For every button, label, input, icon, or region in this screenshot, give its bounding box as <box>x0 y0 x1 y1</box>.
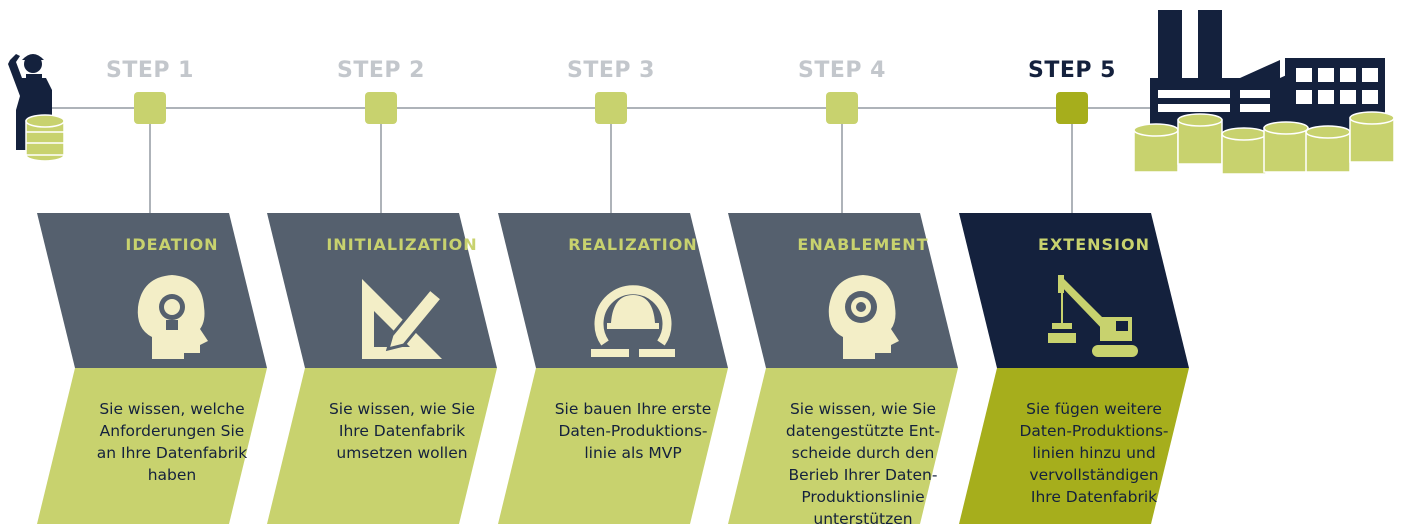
phase-title: EXTENSION <box>1038 235 1150 254</box>
phase-description: Sie wissen, wie Sie datengestützte Ent- … <box>785 400 941 528</box>
head-gear-icon <box>828 275 899 359</box>
phase-description: Sie fügen weitere Daten-Produktions- lin… <box>1019 400 1169 506</box>
phase-enablement: ENABLEMENT Sie wissen, wie Sie datengest… <box>728 213 958 528</box>
step-label-3: STEP 3 <box>567 58 655 83</box>
phase-initialization: INITIALIZATION Sie wissen, wie Sie Ihre … <box>267 213 497 524</box>
step-node-5 <box>1056 92 1088 124</box>
step-node-1 <box>134 92 166 124</box>
phase-description: Sie bauen Ihre erste Daten-Produktions- … <box>554 400 712 462</box>
step-node-3 <box>595 92 627 124</box>
phase-realization: REALIZATION Sie bauen Ihre erste Daten-P… <box>498 213 728 524</box>
crane-icon <box>1048 275 1138 357</box>
factory-coins-icon <box>1133 111 1395 175</box>
phase-title: INITIALIZATION <box>326 235 478 254</box>
phase-title: ENABLEMENT <box>797 235 929 254</box>
step-node-4 <box>826 92 858 124</box>
worker-coins-icon <box>25 114 65 162</box>
phase-shape <box>267 213 497 524</box>
phase-title: REALIZATION <box>568 235 698 254</box>
phase-description: Sie wissen, wie Sie Ihre Datenfabrik ums… <box>328 400 476 462</box>
phase-ideation: IDEATION Sie wissen, welche Anforderunge… <box>37 213 267 524</box>
step-label-2: STEP 2 <box>337 58 425 83</box>
step-label-4: STEP 4 <box>798 58 886 83</box>
phase-title: IDEATION <box>125 235 219 254</box>
ruler-pencil-icon <box>362 279 445 359</box>
phase-shape <box>498 213 728 524</box>
phase-extension: EXTENSION Sie fügen weitere Daten-Produk… <box>959 213 1189 524</box>
step-label-5: STEP 5 <box>1028 58 1116 83</box>
helmet-cycle-icon <box>591 285 675 357</box>
step-node-2 <box>365 92 397 124</box>
step-label-1: STEP 1 <box>106 58 194 83</box>
head-lightbulb-icon <box>137 275 208 359</box>
phase-description: Sie wissen, welche Anforderungen Sie an … <box>96 400 248 484</box>
